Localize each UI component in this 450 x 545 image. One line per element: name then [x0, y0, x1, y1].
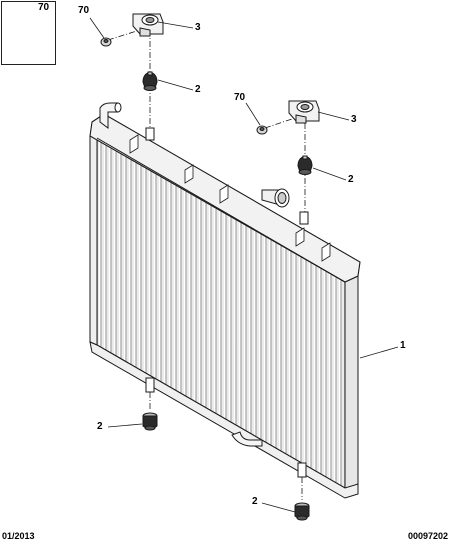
screw-detail-inset [1, 1, 56, 65]
radiator-top-pegs [145, 127, 309, 225]
callout-70-upper: 70 [78, 5, 90, 16]
screw-upper [100, 37, 112, 47]
callout-3-upper: 3 [195, 22, 201, 33]
mounting-bracket-upper [132, 13, 164, 37]
drain-pipe [231, 431, 263, 447]
callout-2-lower-left: 2 [97, 421, 103, 432]
radiator-side-tank [344, 275, 359, 491]
filler-neck [261, 188, 290, 208]
footer-diagram-code: 00097202 [407, 531, 448, 541]
rubber-mount-upper-left [142, 71, 158, 91]
rubber-mount-lower-left [142, 412, 158, 431]
radiator-bottom-tank [89, 341, 359, 499]
top-tank-ribs [129, 134, 331, 262]
callout-1-radiator: 1 [400, 340, 406, 351]
callout-3-lower: 3 [351, 114, 357, 125]
inlet-pipe [99, 102, 122, 129]
callout-2-upper-left: 2 [195, 84, 201, 95]
screw-lower [256, 125, 268, 135]
leader-lines [89, 17, 399, 513]
footer-date: 01/2013 [2, 531, 35, 541]
radiator [89, 102, 361, 499]
mounting-bracket-lower [288, 100, 320, 124]
callout-2-upper-right: 2 [348, 174, 354, 185]
rubber-mount-upper-right [297, 155, 313, 175]
callout-2-lower-right: 2 [252, 496, 258, 507]
callout-70-lower: 70 [234, 92, 246, 103]
inset-part-number: 70 [38, 2, 50, 13]
rubber-mount-lower-right [294, 502, 310, 521]
radiator-left-edge [89, 135, 98, 346]
